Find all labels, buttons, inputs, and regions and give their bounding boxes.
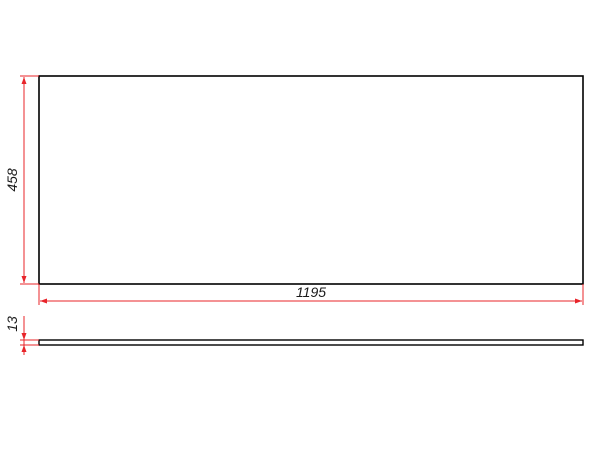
height-dimension-label: 458 xyxy=(4,168,20,192)
front-view-panel xyxy=(38,75,584,285)
thickness-arrow-bottom xyxy=(21,345,27,352)
width-dimension-label: 1195 xyxy=(296,284,326,300)
thickness-arrow-top xyxy=(21,333,27,340)
width-dimension: 1195 xyxy=(38,284,584,305)
thickness-dimension-label: 13 xyxy=(4,316,20,332)
height-dimension: 458 xyxy=(4,75,39,285)
side-view-panel xyxy=(38,339,584,346)
thickness-dimension: 13 xyxy=(4,316,39,355)
